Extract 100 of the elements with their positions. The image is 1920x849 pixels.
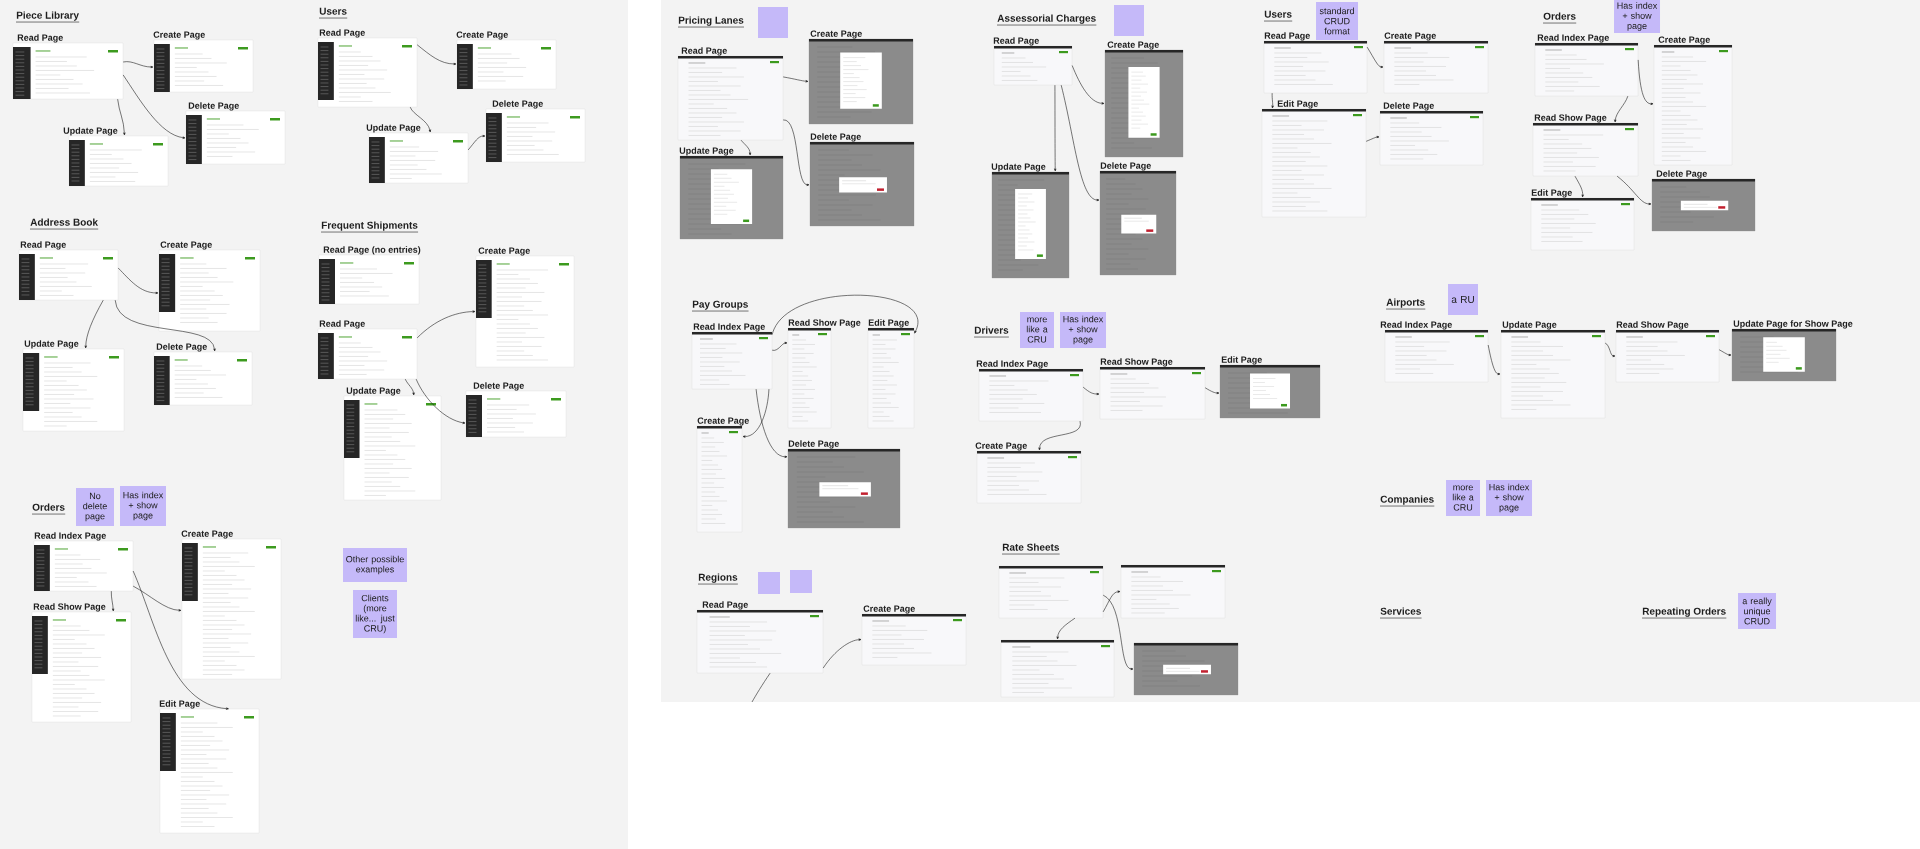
sticky-note (790, 570, 812, 593)
page-title: Read Index Page (1380, 321, 1452, 330)
arrow (1056, 617, 1076, 640)
page-title: Update Page (991, 163, 1046, 172)
arrow (771, 294, 919, 335)
page-title: Read Page (319, 29, 365, 38)
arrow (1637, 59, 1654, 105)
arrow (416, 44, 457, 66)
arrow (416, 310, 476, 339)
sticky-note (1114, 5, 1144, 36)
page-title: Create Page (863, 605, 915, 614)
page-title: Delete Page (156, 343, 207, 352)
arrow (1038, 420, 1081, 451)
section-title: Users (319, 7, 347, 15)
section-title: Address Book (30, 218, 98, 226)
arrow (1060, 84, 1100, 202)
page-title: Read Index Page (693, 323, 765, 332)
arrow (1271, 92, 1274, 109)
arrow (1366, 46, 1384, 69)
sticky-note (758, 572, 780, 594)
page-title: Read Page (702, 601, 748, 610)
page-title: Edit Page (1277, 100, 1318, 109)
arrow (782, 76, 809, 83)
arrow (1574, 175, 1584, 198)
arrow (1365, 135, 1380, 142)
page-title: Delete Page (1383, 102, 1434, 111)
page-title: Update Page for Show Page (1733, 320, 1853, 329)
section-title: Users (1264, 10, 1292, 18)
page-title: Create Page (975, 442, 1027, 451)
page-title: Edit Page (1531, 189, 1572, 198)
page-title: Delete Page (473, 382, 524, 391)
section-title: Rate Sheets (1002, 543, 1060, 551)
arrow (114, 299, 216, 352)
page-title: Create Page (160, 241, 212, 250)
arrow (771, 341, 788, 351)
arrow (117, 267, 159, 295)
page-screenshot (1120, 564, 1226, 619)
page-title: Create Page (697, 417, 749, 426)
page-screenshot (1133, 642, 1239, 696)
page-title: Update Page (346, 387, 401, 396)
page-title: Read Page (1264, 32, 1310, 41)
page-title: Read Index Page (34, 532, 106, 541)
section-title: Airports (1386, 298, 1425, 308)
page-title: Create Page (1658, 36, 1710, 45)
arrow (1204, 387, 1220, 395)
section-title: Orders (32, 503, 65, 511)
arrow (404, 378, 415, 396)
sticky-note: a really unique CRUD (1738, 593, 1776, 629)
page-title: Read Page (993, 37, 1039, 46)
page-title: Read Page (681, 47, 727, 56)
section-title: Pay Groups (692, 300, 748, 310)
arrow (1718, 349, 1732, 357)
page-title: Edit Page (868, 319, 909, 328)
sticky-note: Has index + show page (120, 486, 166, 526)
arrow (822, 638, 862, 669)
section-title: Repeating Orders (1642, 607, 1726, 617)
page-title: Delete Page (1656, 170, 1707, 179)
page-title: Update Page (366, 124, 421, 133)
page-title: Delete Page (188, 102, 239, 111)
sticky-note: Has index + show page (1486, 480, 1532, 516)
arrow (117, 98, 126, 136)
page-title: Create Page (810, 30, 862, 39)
arrow (755, 388, 788, 458)
section-title: Frequent Shipments (321, 221, 418, 231)
section-title: Companies (1380, 495, 1434, 505)
arrow (132, 570, 229, 710)
page-title: Read Page (17, 34, 63, 43)
page-title: Read Page (20, 241, 66, 250)
section-title: Pricing Lanes (678, 16, 744, 26)
page-screenshot (998, 565, 1104, 619)
section-title: Regions (698, 573, 738, 583)
sticky-note: more like a CRU (1446, 480, 1480, 516)
sticky-note: Has index + show page (1614, 0, 1660, 33)
arrow (740, 139, 752, 156)
page-title: Read Page (no entries) (323, 246, 421, 255)
sticky-note: standard CRUD format (1316, 2, 1358, 40)
page-title: Create Page (1384, 32, 1436, 41)
page-title: Delete Page (492, 100, 543, 109)
page-title: Create Page (456, 31, 508, 40)
arrow (1614, 95, 1629, 123)
section-title: Orders (1543, 12, 1576, 20)
page-title: Read Show Page (788, 319, 861, 328)
arrow (742, 388, 770, 438)
page-title: Read Page (319, 320, 365, 329)
arrow (1102, 594, 1134, 671)
section-title: Services (1380, 607, 1421, 615)
sticky-note: Has index + show page (1060, 312, 1106, 348)
sticky-note: Other possible examples (343, 548, 407, 582)
page-title: Read Show Page (1616, 321, 1689, 330)
arrow (1054, 84, 1057, 172)
page-title: Update Page (63, 127, 118, 136)
arrow (84, 299, 104, 349)
arrow (1604, 342, 1616, 358)
sticky-note: a RU (1448, 284, 1478, 315)
page-title: Read Show Page (1100, 358, 1173, 367)
page-title: Update Page (679, 147, 734, 156)
sticky-note (758, 7, 788, 38)
arrow (1082, 386, 1100, 396)
page-title: Delete Page (788, 440, 839, 449)
arrow (409, 106, 431, 133)
